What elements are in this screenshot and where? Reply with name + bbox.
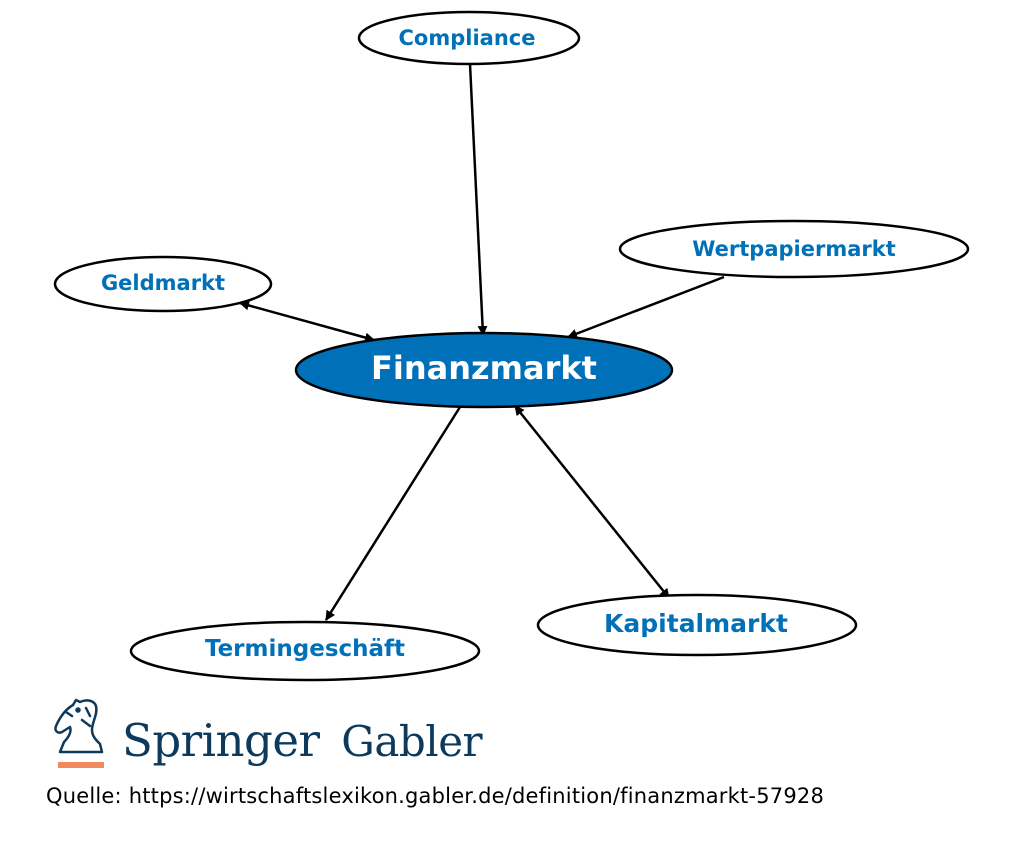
node-finanzmarkt[interactable]: Finanzmarkt — [294, 331, 674, 409]
node-compliance-label: Compliance — [399, 26, 536, 50]
edge-geldmarkt-finanzmarkt — [239, 300, 375, 343]
node-kapitalmarkt-shape — [536, 593, 858, 657]
svg-text:Springer Gabler: Springer Gabler — [122, 714, 484, 767]
edge-wertpapiermarkt-finanzmarkt — [567, 275, 725, 339]
source-label: Quelle: — [46, 784, 122, 808]
horse-knight-icon — [54, 698, 104, 754]
source-line: Quelle: https://wirtschaftslexikon.gable… — [46, 784, 824, 808]
source-url[interactable]: https://wirtschaftslexikon.gabler.de/def… — [128, 784, 825, 808]
node-geldmarkt-label: Geldmarkt — [101, 271, 225, 295]
edges — [239, 63, 725, 621]
node-compliance[interactable]: Compliance — [357, 10, 581, 66]
node-termingeschaeft[interactable]: Termingeschäft — [129, 620, 481, 682]
node-termingeschaeft-shape — [129, 620, 481, 682]
node-kapitalmarkt-label: Kapitalmarkt — [604, 609, 788, 638]
node-wertpapiermarkt-shape — [618, 219, 970, 279]
node-wertpapiermarkt[interactable]: Wertpapiermarkt — [618, 219, 970, 279]
node-finanzmarkt-shape — [294, 331, 674, 409]
springer-gabler-logo: Springer Gabler — [54, 698, 484, 768]
node-termingeschaeft-label: Termingeschäft — [205, 636, 405, 662]
node-geldmarkt-shape — [53, 255, 273, 313]
edge-compliance-finanzmarkt — [468, 63, 488, 336]
logo-underline — [58, 762, 104, 768]
edge-finanzmarkt-termingeschaeft — [324, 406, 462, 621]
logo-brand-primary: Springer — [122, 714, 320, 767]
node-kapitalmarkt[interactable]: Kapitalmarkt — [536, 593, 858, 657]
edge-finanzmarkt-kapitalmarkt — [514, 405, 670, 599]
logo-brand-secondary: Gabler — [341, 717, 483, 766]
node-wertpapiermarkt-label: Wertpapiermarkt — [692, 237, 896, 261]
node-geldmarkt[interactable]: Geldmarkt — [53, 255, 273, 313]
node-compliance-shape — [357, 10, 581, 66]
node-finanzmarkt-label: Finanzmarkt — [371, 349, 597, 387]
